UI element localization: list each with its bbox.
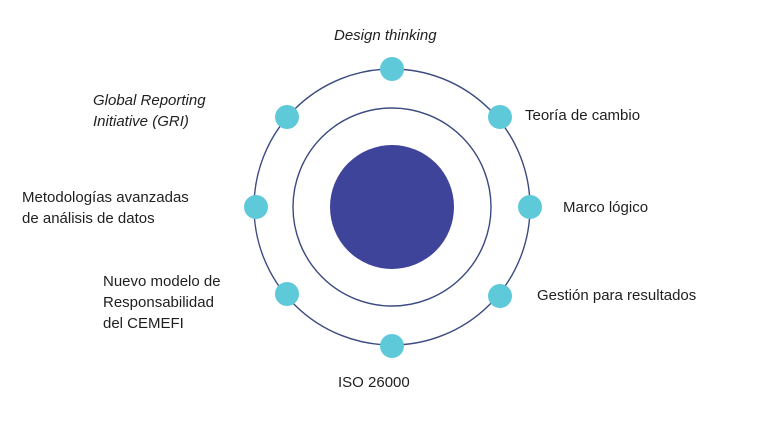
label-iso-26000: ISO 26000: [338, 374, 410, 391]
label-teoria-de-cambio: Teoría de cambio: [525, 107, 641, 124]
node-top: [380, 57, 404, 81]
label-metodologias-avanzadas: Metodologías avanzadas de análisis de da…: [22, 187, 189, 229]
label-nuevo-modelo-cemefi: Nuevo modelo de Responsabilidad del CEME…: [103, 271, 221, 334]
label-line: de análisis de datos: [22, 210, 155, 227]
inner-ring: [292, 107, 492, 307]
node-left: [244, 195, 268, 219]
label-global-reporting-initiative: Global Reporting Initiative (GRI): [93, 90, 206, 132]
label-line: Metodologías avanzadas: [22, 189, 189, 206]
node-bottom-left: [275, 282, 299, 306]
label-line: Nuevo modelo de: [103, 273, 221, 290]
core-circle: [330, 145, 454, 269]
node-bottom: [380, 334, 404, 358]
label-line: del CEMEFI: [103, 315, 184, 332]
node-right: [518, 195, 542, 219]
node-top-right: [488, 105, 512, 129]
node-top-left: [275, 105, 299, 129]
label-marco-logico: Marco lógico: [563, 199, 649, 216]
label-gestion-para-resultados: Gestión para resultados: [537, 287, 697, 304]
label-line: Global Reporting: [93, 92, 206, 109]
label-line: Responsabilidad: [103, 294, 214, 311]
node-bottom-right: [488, 284, 512, 308]
label-line: Initiative (GRI): [93, 113, 189, 130]
label-design-thinking: Design thinking: [334, 27, 437, 44]
